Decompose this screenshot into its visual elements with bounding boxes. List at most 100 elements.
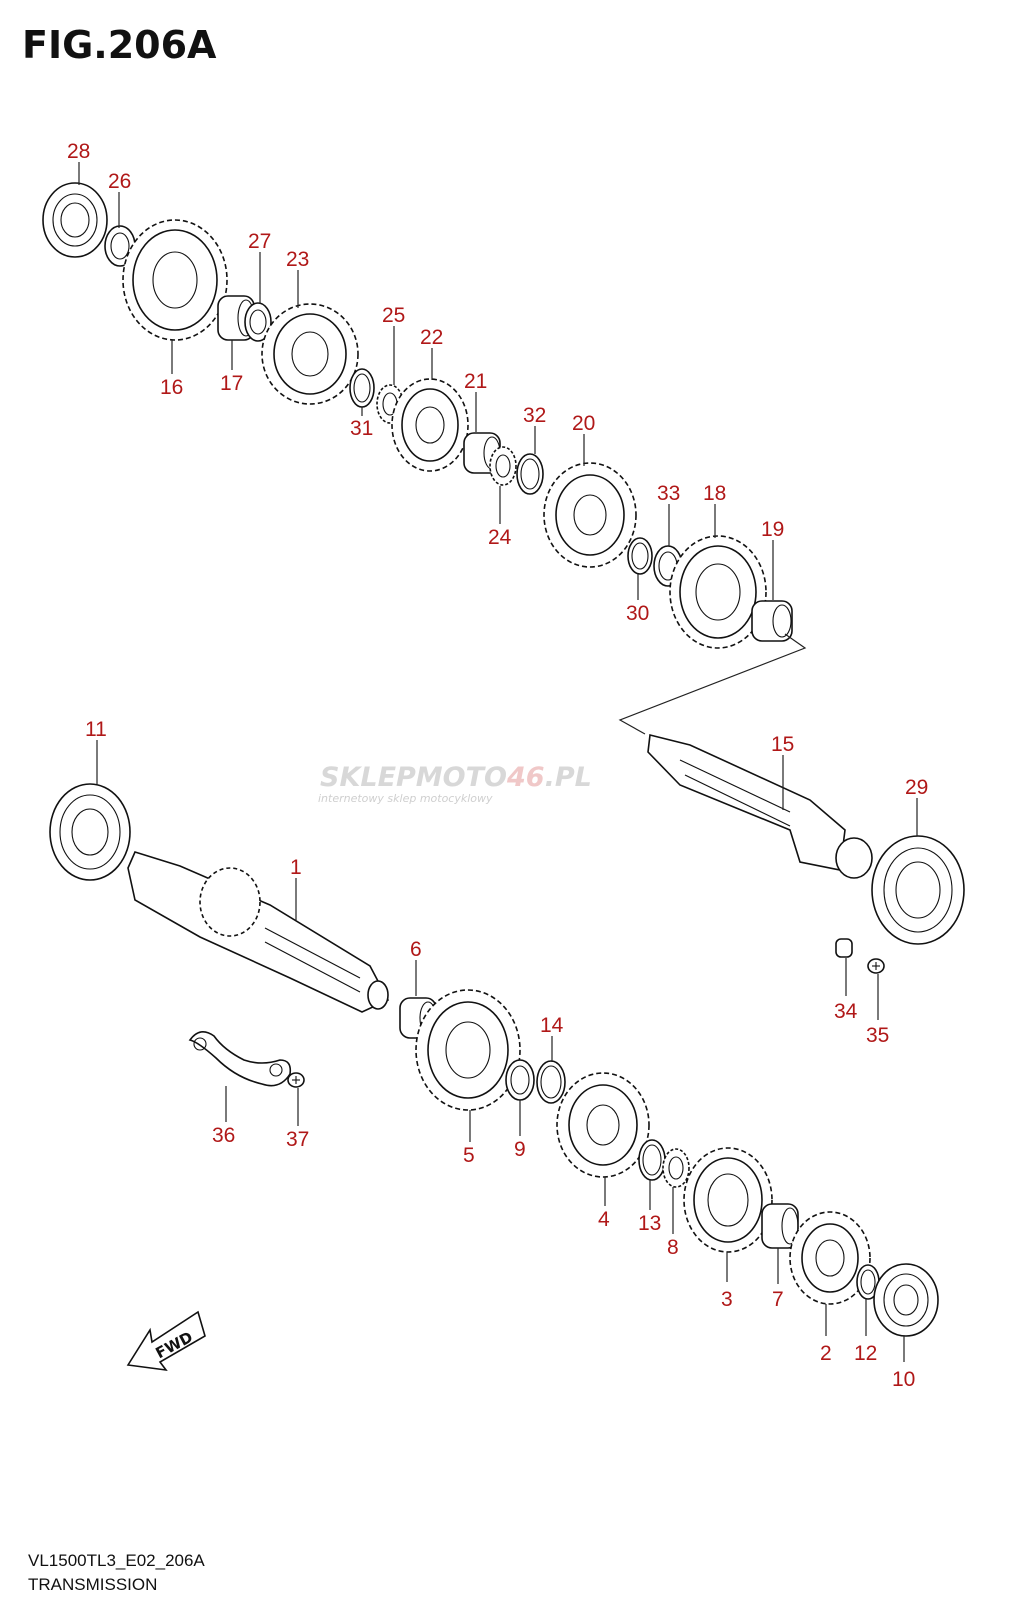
part-27-washer (244, 302, 272, 342)
svg-text:37: 37 (286, 1128, 309, 1151)
watermark: SKLEPMOTO46.PL internetowy sklep motocyk… (318, 762, 592, 805)
part-3-gear (683, 1147, 773, 1253)
callout-18: 18 (703, 482, 726, 538)
svg-text:9: 9 (514, 1138, 526, 1161)
callout-2: 2 (820, 1304, 832, 1365)
callout-23: 23 (286, 248, 309, 308)
part-36-bracket (188, 1031, 292, 1087)
svg-text:11: 11 (85, 718, 107, 741)
figure-caption: TRANSMISSION (28, 1575, 157, 1594)
part-23-gear (261, 303, 359, 405)
watermark-tld: .PL (545, 762, 592, 793)
callout-21: 21 (464, 370, 487, 432)
callout-3: 3 (721, 1252, 733, 1311)
svg-text:26: 26 (108, 170, 131, 193)
callout-35: 35 (866, 974, 889, 1047)
part-34-pin (835, 938, 853, 958)
callout-8: 8 (667, 1187, 679, 1259)
svg-text:5: 5 (463, 1144, 475, 1167)
part-19-bushing (751, 600, 793, 642)
fwd-arrow-icon: FWD (126, 1310, 206, 1372)
callout-32: 32 (523, 404, 546, 454)
svg-text:3: 3 (721, 1288, 733, 1311)
svg-text:1: 1 (290, 856, 302, 879)
svg-text:SKLEPMOTO46.PL: SKLEPMOTO46.PL (320, 762, 592, 793)
callout-31: 31 (350, 407, 373, 440)
callout-7: 7 (772, 1248, 784, 1311)
part-14-circlip (536, 1060, 566, 1104)
svg-text:14: 14 (540, 1014, 564, 1037)
svg-text:25: 25 (382, 304, 405, 327)
part-4-gear (556, 1072, 650, 1178)
callout-28: 28 (67, 140, 90, 185)
callout-30: 30 (626, 574, 649, 625)
watermark-accent: 46 (506, 762, 545, 793)
svg-text:21: 21 (464, 370, 487, 393)
callout-27: 27 (248, 230, 271, 304)
part-15-countershaft (647, 734, 873, 879)
part-10-bearing (873, 1263, 939, 1337)
part-28-bearing (42, 182, 108, 258)
part-5-gear (415, 989, 521, 1111)
svg-text:18: 18 (703, 482, 726, 505)
callout-33: 33 (657, 482, 680, 546)
svg-text:12: 12 (854, 1342, 877, 1365)
svg-text:2: 2 (820, 1342, 832, 1365)
svg-text:15: 15 (771, 733, 794, 756)
part-35-screw (867, 958, 885, 974)
part-20-gear (543, 462, 637, 568)
part-22-gear (391, 378, 469, 472)
watermark-brand: SKLEPMOTO (320, 762, 507, 793)
callout-6: 6 (410, 938, 422, 996)
callout-14: 14 (540, 1014, 564, 1062)
figure-code: VL1500TL3_E02_206A (28, 1551, 205, 1570)
callout-10: 10 (892, 1336, 915, 1391)
svg-text:8: 8 (667, 1236, 679, 1259)
part-8-washer (662, 1148, 690, 1188)
svg-text:34: 34 (834, 1000, 858, 1023)
svg-text:36: 36 (212, 1124, 235, 1147)
svg-text:6: 6 (410, 938, 422, 961)
svg-text:13: 13 (638, 1212, 661, 1235)
svg-text:29: 29 (905, 776, 928, 799)
part-18-gear (669, 535, 767, 649)
callouts: 28 26 27 23 16 17 25 22 31 21 32 20 24 3… (67, 140, 928, 1391)
callout-5: 5 (463, 1110, 475, 1167)
svg-text:19: 19 (761, 518, 784, 541)
part-32-circlip (516, 453, 544, 495)
callout-24: 24 (488, 486, 512, 549)
part-9-washer (505, 1059, 535, 1101)
part-29-bearing (871, 835, 965, 945)
part-11-bearing (49, 783, 131, 881)
part-31-circlip (349, 368, 375, 408)
callout-4: 4 (598, 1177, 610, 1231)
callout-36: 36 (212, 1086, 235, 1147)
callout-16: 16 (160, 340, 183, 399)
svg-text:30: 30 (626, 602, 649, 625)
svg-text:7: 7 (772, 1288, 784, 1311)
callout-9: 9 (514, 1100, 526, 1161)
part-2-gear (789, 1211, 871, 1305)
part-30-circlip (627, 537, 653, 575)
callout-26: 26 (108, 170, 131, 228)
assembly-guide-line (618, 633, 807, 735)
callout-37: 37 (286, 1088, 309, 1151)
part-37-screw (287, 1072, 305, 1088)
watermark-tagline: internetowy sklep motocyklowy (318, 792, 493, 805)
part-1-mainshaft (127, 851, 390, 1013)
callout-25: 25 (382, 304, 405, 385)
svg-text:23: 23 (286, 248, 309, 271)
svg-text:20: 20 (572, 412, 595, 435)
callout-19: 19 (761, 518, 784, 600)
callout-29: 29 (905, 776, 928, 836)
callout-13: 13 (638, 1180, 661, 1235)
svg-text:10: 10 (892, 1368, 915, 1391)
svg-text:4: 4 (598, 1208, 610, 1231)
callout-22: 22 (420, 326, 443, 380)
part-7-needle-bearing (761, 1203, 799, 1249)
part-16-gear (122, 219, 228, 341)
callout-12: 12 (854, 1299, 877, 1365)
svg-text:17: 17 (220, 372, 243, 395)
svg-text:27: 27 (248, 230, 271, 253)
